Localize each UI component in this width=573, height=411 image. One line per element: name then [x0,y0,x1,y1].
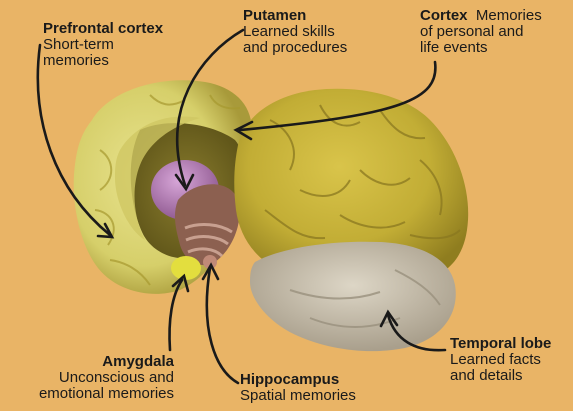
temporal-desc-1: Learned facts [450,352,551,368]
prefrontal-desc-1: Short-term [43,37,163,53]
hippocampus-arrow [207,268,238,383]
cortex-label: Cortex Memories of personal and life eve… [420,8,542,56]
temporal-lobe-structure [250,242,456,351]
prefrontal-label: Prefrontal cortex Short-term memories [43,21,163,69]
putamen-title: Putamen [243,8,347,24]
prefrontal-desc-2: memories [43,53,163,69]
cortex-title: Cortex [420,7,468,24]
amygdala-desc-1: Unconscious and [2,370,174,386]
temporal-lobe-label: Temporal lobe Learned facts and details [450,336,551,384]
amygdala-desc-2: emotional memories [2,386,174,402]
cortex-desc-3: life events [420,40,542,56]
hippocampus-title: Hippocampus [240,372,356,388]
temporal-title: Temporal lobe [450,336,551,352]
prefrontal-title: Prefrontal cortex [43,21,163,37]
cortex-desc-2: of personal and [420,24,542,40]
amygdala-label: Amygdala Unconscious and emotional memor… [2,354,174,402]
cortex-desc-1: Memories [476,7,542,24]
hippocampus-desc-1: Spatial memories [240,388,356,404]
putamen-desc-2: and procedures [243,40,347,56]
amygdala-structure [171,256,201,280]
temporal-desc-2: and details [450,368,551,384]
putamen-desc-1: Learned skills [243,24,347,40]
hippocampus-label: Hippocampus Spatial memories [240,372,356,404]
putamen-label: Putamen Learned skills and procedures [243,8,347,56]
amygdala-title: Amygdala [2,354,174,370]
